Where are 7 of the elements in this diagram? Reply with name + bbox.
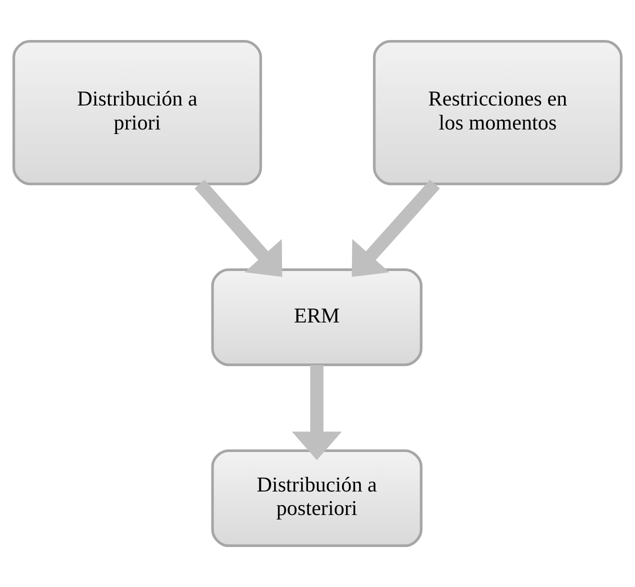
node-box: ERM xyxy=(211,268,422,366)
node-box: Restricciones en los momentos xyxy=(372,40,623,186)
node-box: Distribución a priori xyxy=(12,40,262,186)
arrow xyxy=(292,364,342,460)
arrow xyxy=(352,180,440,277)
node-box: Distribución a posteriori xyxy=(211,449,422,548)
arrow xyxy=(194,180,282,277)
